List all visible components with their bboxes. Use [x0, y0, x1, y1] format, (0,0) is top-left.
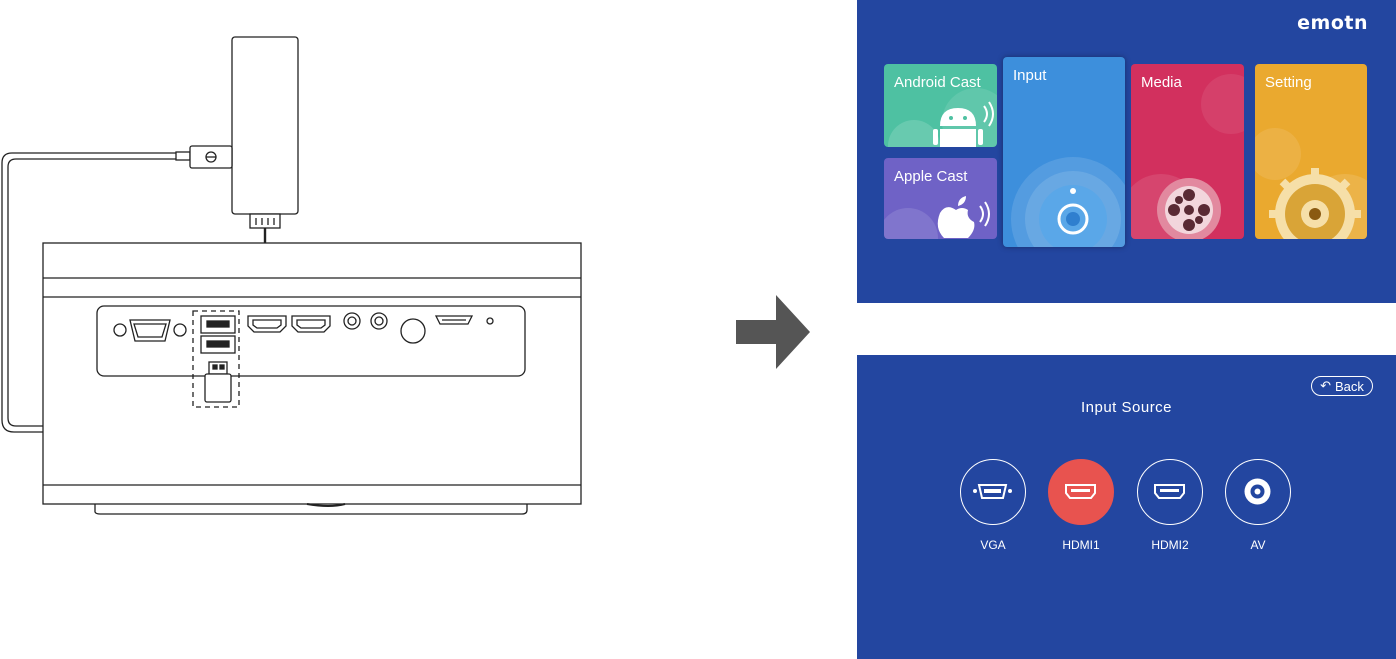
gear-icon — [1255, 128, 1367, 239]
source-av[interactable]: AV — [1218, 459, 1298, 552]
hdmi-port-icon — [1154, 484, 1185, 499]
input-lens-icon — [1011, 157, 1125, 247]
usb-ports — [192, 310, 240, 408]
input-source-screen: ↶ Back Input Source VGA HDMI1 — [857, 355, 1396, 659]
tile-android-cast[interactable]: Android Cast — [884, 64, 997, 147]
vga-port — [113, 319, 187, 342]
source-label: HDMI2 — [1151, 538, 1189, 552]
android-cast-icon — [888, 88, 997, 147]
source-label: HDMI1 — [1062, 538, 1100, 552]
tile-label: Input — [1013, 67, 1047, 84]
vga-port-icon — [973, 484, 1012, 499]
hdmi-port-icon — [1065, 484, 1096, 499]
tile-input[interactable]: Input — [1003, 57, 1125, 247]
source-hdmi2[interactable]: HDMI2 — [1130, 459, 1210, 552]
usb-a-plug — [204, 361, 232, 403]
apple-cast-icon — [884, 196, 990, 239]
source-label: VGA — [980, 538, 1006, 552]
port-panel — [96, 305, 526, 408]
tile-label: Setting — [1265, 74, 1312, 91]
usb-power-plug — [175, 145, 233, 169]
back-label: Back — [1335, 378, 1364, 394]
source-label: AV — [1250, 538, 1266, 552]
source-vga[interactable]: VGA — [953, 459, 1033, 552]
tile-setting[interactable]: Setting — [1255, 64, 1367, 239]
film-reel-icon — [1131, 74, 1244, 239]
home-screen: emotn Android Cast Apple Cast — [857, 0, 1396, 303]
tile-apple-cast[interactable]: Apple Cast — [884, 158, 997, 239]
av-port-icon — [1244, 478, 1271, 505]
next-step-arrow — [736, 295, 810, 369]
back-button[interactable]: ↶ Back — [1311, 376, 1373, 396]
tile-label: Android Cast — [894, 74, 981, 91]
brand-logo: emotn — [1297, 12, 1368, 34]
source-hdmi1[interactable]: HDMI1 — [1041, 459, 1121, 552]
input-source-title: Input Source — [1080, 399, 1173, 416]
back-arrow-icon: ↶ — [1320, 378, 1331, 393]
hdmi-stick — [231, 36, 299, 229]
hdmi-ports — [247, 315, 331, 333]
projector-body — [42, 242, 582, 515]
projector-connection-diagram — [1, 36, 582, 515]
tile-label: Media — [1141, 74, 1182, 91]
tile-label: Apple Cast — [894, 168, 968, 185]
tile-media[interactable]: Media — [1131, 64, 1244, 239]
